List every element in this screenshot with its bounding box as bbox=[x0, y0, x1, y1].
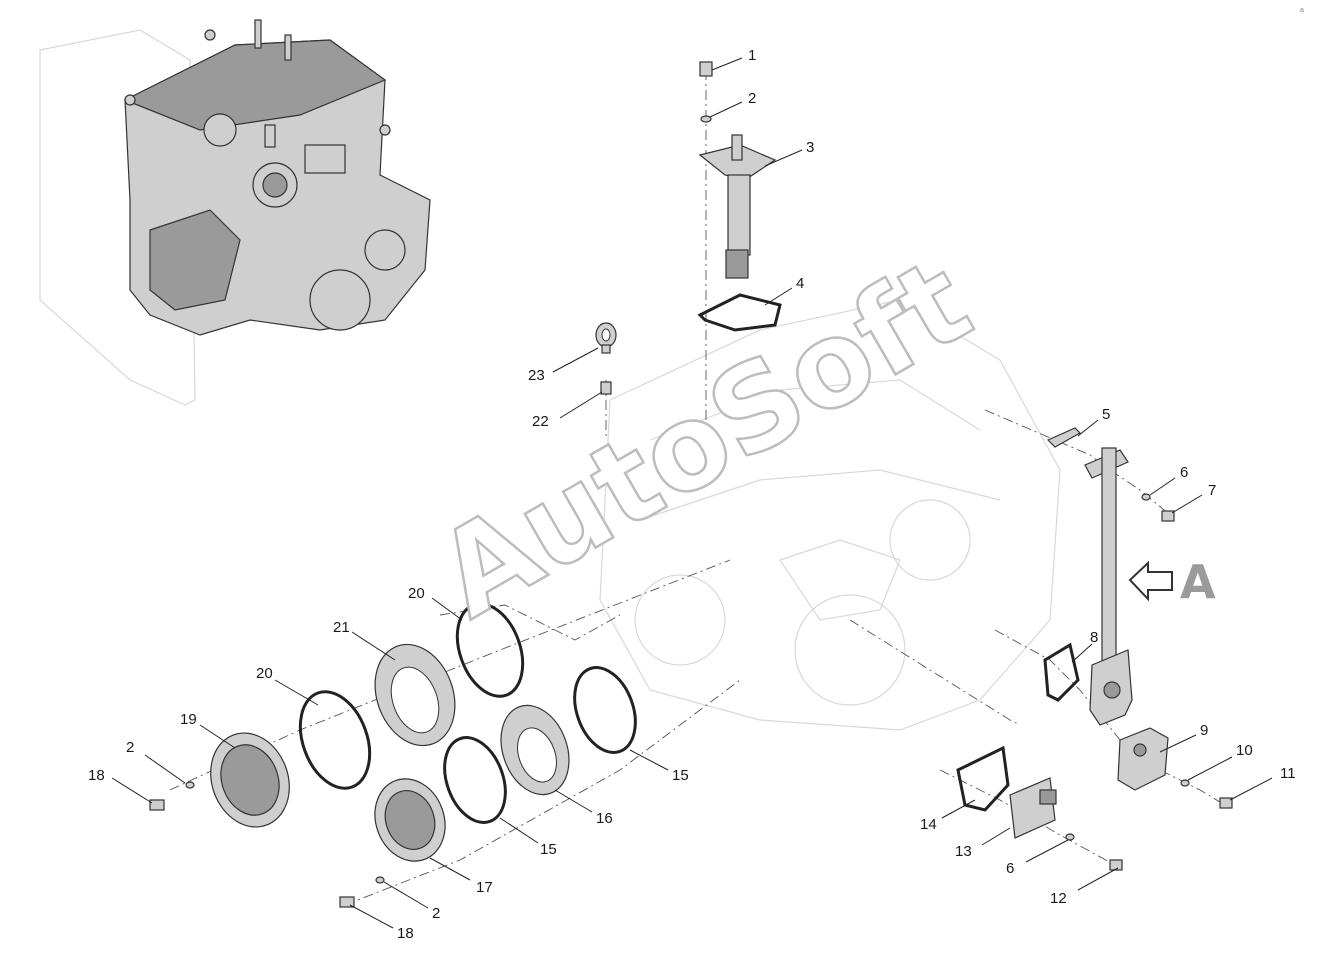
part-18-bolt-left bbox=[149, 799, 165, 811]
view-label-a: A bbox=[1180, 555, 1216, 609]
callout-3: 3 bbox=[806, 139, 814, 156]
callout-9: 9 bbox=[1200, 722, 1208, 739]
part-15-gasket-lower bbox=[443, 736, 507, 824]
callout-6: 6 bbox=[1180, 464, 1188, 481]
callout-15-upper: 15 bbox=[672, 767, 689, 784]
callout-22: 22 bbox=[532, 413, 549, 430]
part-10-washer bbox=[1180, 779, 1190, 787]
callout-20-upper: 20 bbox=[408, 585, 425, 602]
corner-mark: a bbox=[1300, 7, 1304, 14]
part-19-end-cap bbox=[210, 732, 290, 828]
callout-18-bottom: 18 bbox=[397, 925, 414, 942]
part-2-washer-left bbox=[185, 781, 195, 789]
callout-5: 5 bbox=[1102, 406, 1110, 423]
part-20-gasket-inner bbox=[455, 602, 525, 698]
part-1-bolt bbox=[699, 61, 713, 77]
part-6-washer-lower bbox=[1065, 833, 1075, 841]
callout-2-bottom: 2 bbox=[432, 905, 440, 922]
part-14-gasket bbox=[956, 745, 1010, 812]
callout-12: 12 bbox=[1050, 890, 1067, 907]
callout-17: 17 bbox=[476, 879, 493, 896]
callout-4: 4 bbox=[796, 275, 804, 292]
part-23-eyebolt bbox=[595, 322, 617, 354]
callout-10: 10 bbox=[1236, 742, 1253, 759]
part-20-gasket-outer bbox=[298, 690, 372, 790]
callout-2: 2 bbox=[748, 90, 756, 107]
part-11-screw bbox=[1219, 797, 1233, 809]
part-4-gasket bbox=[697, 293, 782, 332]
callout-11: 11 bbox=[1280, 765, 1296, 782]
callout-13: 13 bbox=[955, 843, 972, 860]
part-2-washer-top bbox=[700, 115, 712, 123]
callout-21: 21 bbox=[333, 619, 350, 636]
callout-labels: 1 2 3 4 5 6 7 8 9 10 11 12 6 13 14 15 15… bbox=[88, 47, 1296, 942]
part-9-valve-body bbox=[1117, 727, 1169, 791]
part-13-cover bbox=[1009, 777, 1057, 839]
part-16-flange-ring bbox=[500, 704, 570, 796]
part-5-bracket bbox=[1046, 427, 1081, 448]
callout-2-left: 2 bbox=[126, 739, 134, 756]
ghost-gearbox-outline bbox=[599, 299, 1061, 731]
part-3-drive-housing bbox=[698, 134, 777, 279]
part-21-flange-ring bbox=[374, 643, 456, 747]
callout-14: 14 bbox=[920, 816, 937, 833]
callout-19: 19 bbox=[180, 711, 197, 728]
callout-20-lower: 20 bbox=[256, 665, 273, 682]
part-lever-tube bbox=[1084, 447, 1133, 726]
part-6-washer-right bbox=[1141, 493, 1151, 501]
callout-1: 1 bbox=[748, 47, 756, 64]
callout-7: 7 bbox=[1208, 482, 1216, 499]
callout-8: 8 bbox=[1090, 629, 1098, 646]
part-18-bolt-bottom bbox=[339, 896, 355, 908]
part-22-nut bbox=[600, 381, 612, 395]
part-7-screw bbox=[1161, 510, 1175, 522]
part-8-gasket bbox=[1043, 642, 1080, 702]
part-17-end-cap bbox=[374, 778, 446, 862]
view-arrow-a: A bbox=[1128, 555, 1216, 609]
callout-6-lower: 6 bbox=[1006, 860, 1014, 877]
gearbox-overview-illustration bbox=[39, 19, 431, 406]
part-15-gasket-upper bbox=[573, 666, 637, 754]
callout-23: 23 bbox=[528, 367, 545, 384]
callout-15-lower: 15 bbox=[540, 841, 557, 858]
callout-18-left: 18 bbox=[88, 767, 105, 784]
leader-lines bbox=[111, 57, 1273, 929]
callout-16: 16 bbox=[596, 810, 613, 827]
part-12-screw bbox=[1109, 859, 1123, 871]
part-2-washer-bottom bbox=[375, 876, 385, 884]
